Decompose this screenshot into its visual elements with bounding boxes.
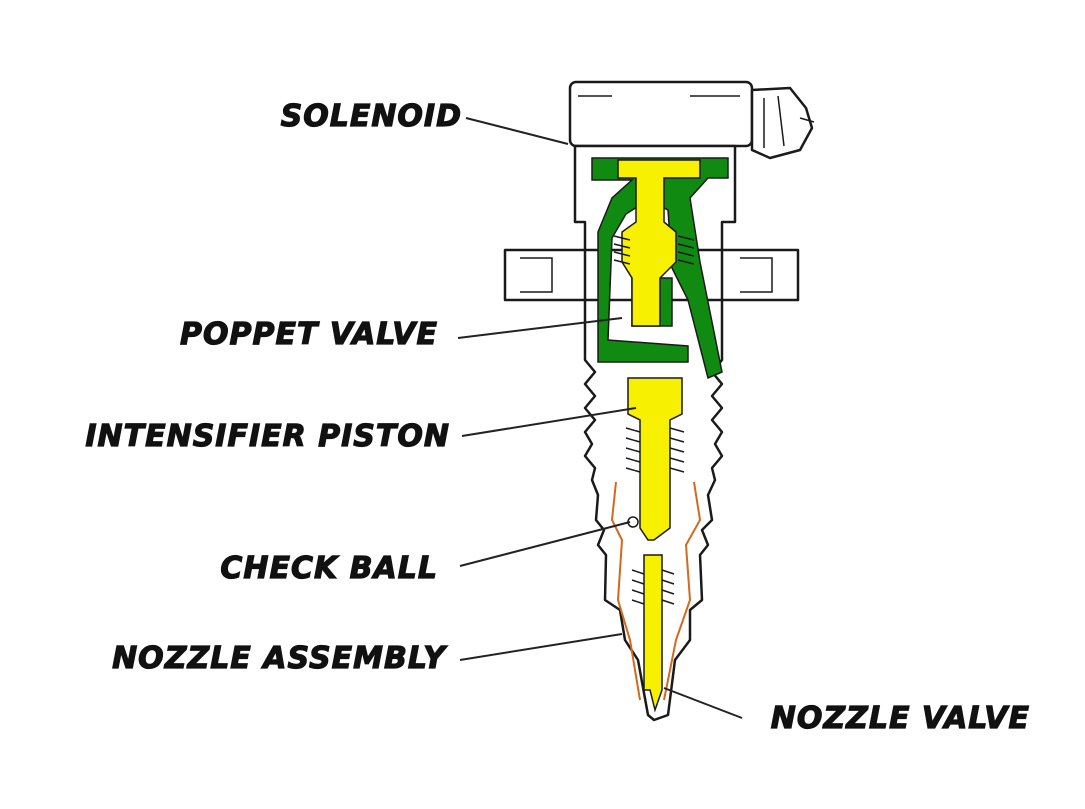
label-solenoid: SOLENOID	[281, 99, 462, 134]
poppet-spring-right	[677, 235, 695, 265]
solenoid-housing	[568, 80, 754, 148]
label-nozzle-valve: NOZZLE VALVE	[771, 701, 1030, 736]
springs	[613, 235, 695, 605]
electrical-connector	[750, 86, 814, 160]
leader-poppet-valve	[457, 317, 623, 339]
fuel-line-left	[610, 481, 641, 701]
fuel-line-right	[663, 481, 702, 701]
label-poppet-valve: POPPET VALVE	[180, 317, 438, 352]
leader-nozzle-valve	[663, 687, 743, 719]
label-nozzle-assembly: NOZZLE ASSEMBLY	[112, 641, 448, 676]
nozzle-spring	[631, 569, 675, 605]
leader-intensifier-piston	[461, 407, 637, 437]
nozzle-needle	[643, 554, 663, 713]
callout-labels: SOLENOID POPPET VALVE INTENSIFIER PISTON…	[85, 98, 1030, 736]
poppet-stem	[617, 159, 701, 327]
connector-detail	[763, 95, 815, 148]
fuel-parts	[617, 159, 701, 713]
piston-spring-right	[669, 427, 685, 473]
leader-nozzle-assembly	[459, 633, 623, 661]
piston-spring-left	[625, 427, 641, 473]
mounting-flange-right	[720, 248, 800, 302]
label-check-ball: CHECK BALL	[220, 551, 438, 586]
poppet-spring-left	[613, 235, 631, 265]
label-intensifier-piston: INTENSIFIER PISTON	[85, 419, 450, 454]
intensifier-piston	[627, 377, 683, 541]
leader-solenoid	[465, 117, 569, 145]
leader-check-ball	[459, 521, 631, 567]
leader-lines	[457, 117, 743, 719]
fuel-lines	[610, 481, 702, 701]
